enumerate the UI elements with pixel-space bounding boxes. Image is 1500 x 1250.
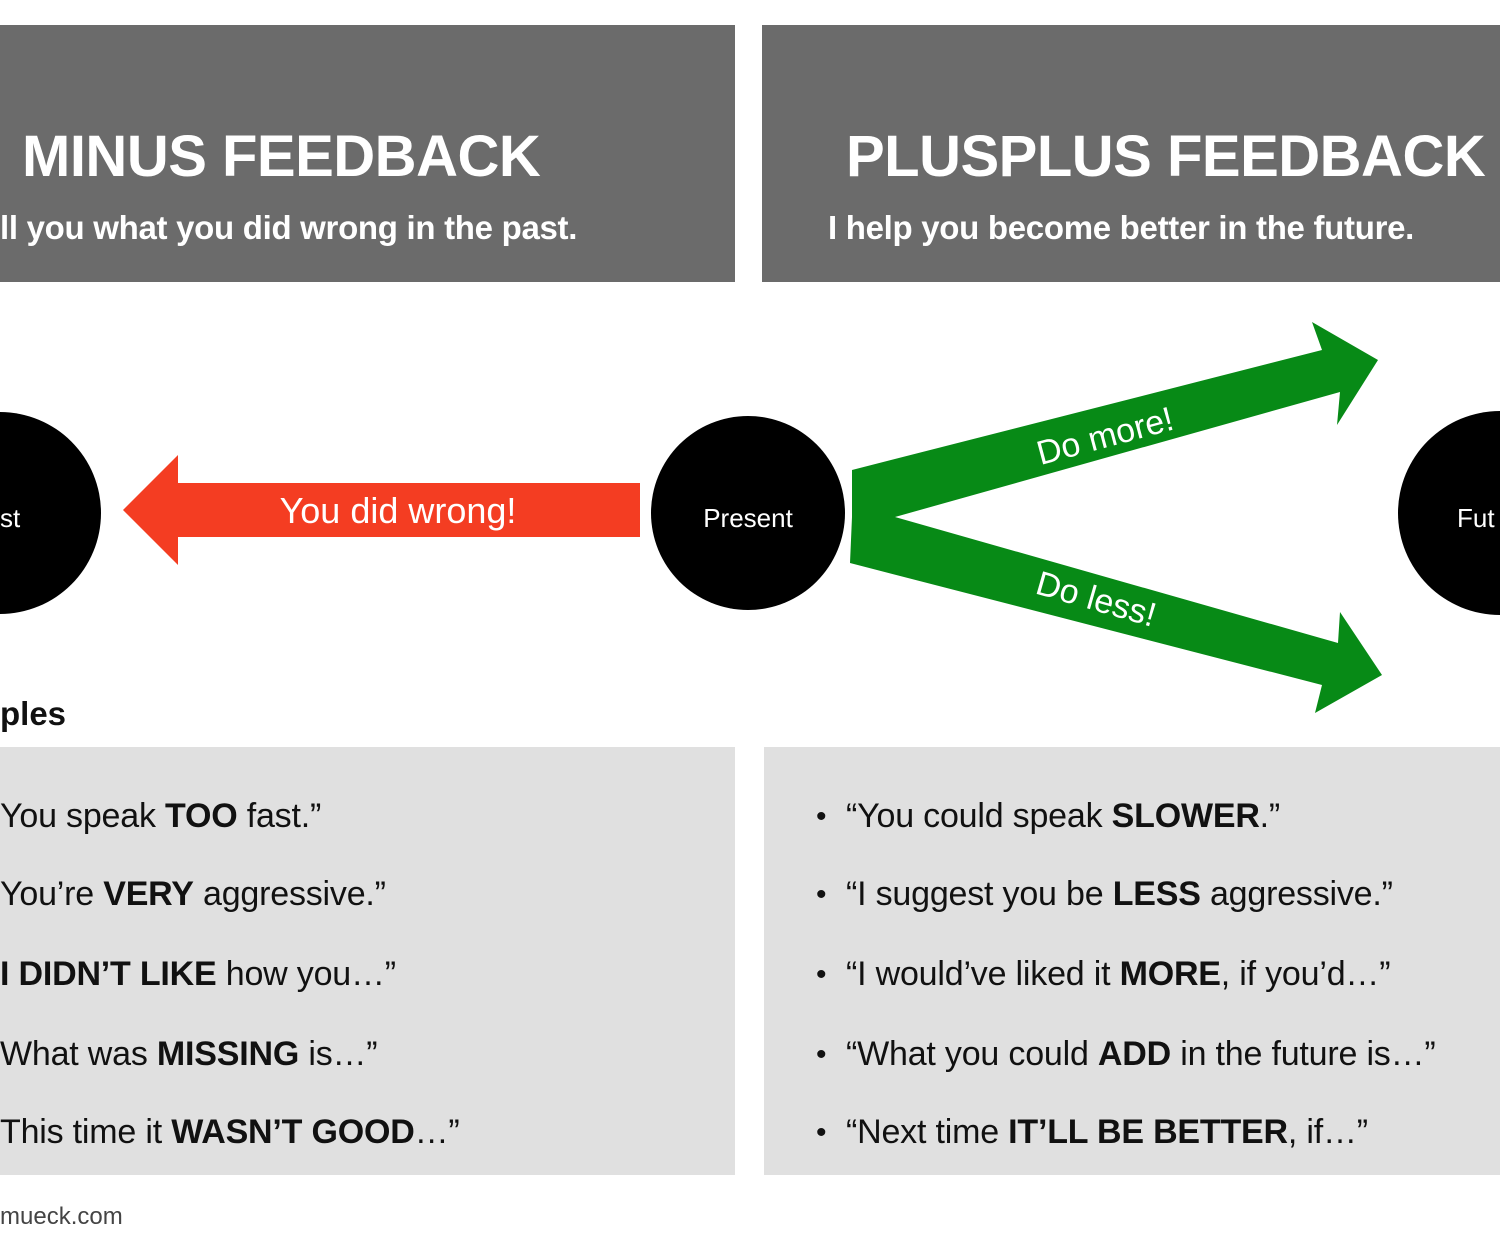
example-item: You’re VERY aggressive.” (0, 875, 386, 914)
future-circle (1398, 411, 1500, 615)
example-text: how you…” (216, 955, 396, 993)
feedback-diagram: st You did wrong! Present Do more! Do le… (0, 322, 1500, 713)
plusplus-feedback-subtitle: I help you become better in the future. (828, 209, 1415, 246)
example-item: What was MISSING is…” (0, 1035, 378, 1074)
example-text: , if…” (1287, 1113, 1368, 1151)
plusplus-feedback-title: PLUSPLUS FEEDBACK (846, 124, 1486, 189)
green-arrow-down (850, 517, 1382, 713)
present-circle (651, 416, 845, 610)
past-label: st (0, 503, 21, 533)
example-text: fast.” (237, 797, 322, 835)
examples-heading: ples (0, 695, 67, 732)
past-circle (0, 412, 101, 614)
example-text: .” (1259, 797, 1281, 835)
minus-feedback-title: MINUS FEEDBACK (22, 124, 541, 189)
emphasis-text: TOO (165, 797, 238, 835)
emphasis-text: VERY (103, 875, 194, 913)
example-text: “What you could (846, 1035, 1098, 1073)
example-item: You speak TOO fast.” (0, 797, 321, 836)
example-text: aggressive.” (1200, 875, 1393, 913)
example-text: You speak (0, 797, 165, 835)
example-text: “Next time (846, 1113, 1009, 1151)
red-arrow-label: You did wrong! (280, 490, 517, 531)
example-text: “I would’ve liked it (846, 955, 1120, 993)
bullet-icon: • (816, 958, 827, 991)
example-text: This time it (0, 1113, 172, 1151)
emphasis-text: IT’LL BE BETTER (1008, 1113, 1288, 1151)
example-text: What was (0, 1035, 157, 1073)
example-text: aggressive.” (193, 875, 386, 913)
bullet-icon: • (816, 800, 827, 833)
present-label: Present (703, 503, 793, 533)
example-item: This time it WASN’T GOOD…” (0, 1113, 460, 1152)
red-arrow-left (123, 455, 640, 565)
example-item: “I suggest you be LESS aggressive.” (846, 875, 1393, 914)
example-text: in the future is…” (1170, 1035, 1436, 1073)
example-item: I DIDN’T LIKE how you…” (0, 955, 396, 994)
minus-examples-box: You speak TOO fast.” You’re VERY aggressi… (0, 747, 735, 1175)
footer-credit: mueck.com (0, 1203, 123, 1230)
plusplus-examples-box: • “You could speak SLOWER.” • “I suggest yo… (764, 747, 1500, 1175)
emphasis-text: LESS (1112, 875, 1201, 913)
bullet-icon: • (816, 1116, 827, 1149)
emphasis-text: WASN’T GOOD (171, 1113, 415, 1151)
green-arrow-up (852, 322, 1378, 517)
emphasis-text: MORE (1119, 955, 1221, 993)
example-item: “Next time IT’LL BE BETTER, if…” (846, 1113, 1368, 1152)
future-label: Fut (1457, 503, 1495, 533)
emphasis-text: SLOWER (1111, 797, 1260, 835)
plusplus-feedback-header: PLUSPLUS FEEDBACK I help you become bett… (762, 25, 1500, 282)
minus-feedback-subtitle: ll you what you did wrong in the past. (0, 209, 578, 246)
example-text: “You could speak (846, 797, 1112, 835)
example-text: …” (414, 1113, 460, 1151)
emphasis-text: I DIDN’T LIKE (0, 955, 217, 993)
emphasis-text: MISSING (156, 1035, 300, 1073)
example-text: , if you’d…” (1220, 955, 1391, 993)
example-item: “I would’ve liked it MORE, if you’d…” (846, 955, 1391, 994)
example-text: You’re (0, 875, 104, 913)
example-text: “I suggest you be (846, 875, 1113, 913)
bullet-icon: • (816, 1038, 827, 1071)
example-text: is…” (299, 1035, 378, 1073)
minus-feedback-header: MINUS FEEDBACK ll you what you did wrong… (0, 25, 735, 282)
example-item: “What you could ADD in the future is…” (846, 1035, 1436, 1074)
example-item: “You could speak SLOWER.” (846, 797, 1280, 836)
emphasis-text: ADD (1097, 1035, 1171, 1073)
bullet-icon: • (816, 878, 827, 911)
